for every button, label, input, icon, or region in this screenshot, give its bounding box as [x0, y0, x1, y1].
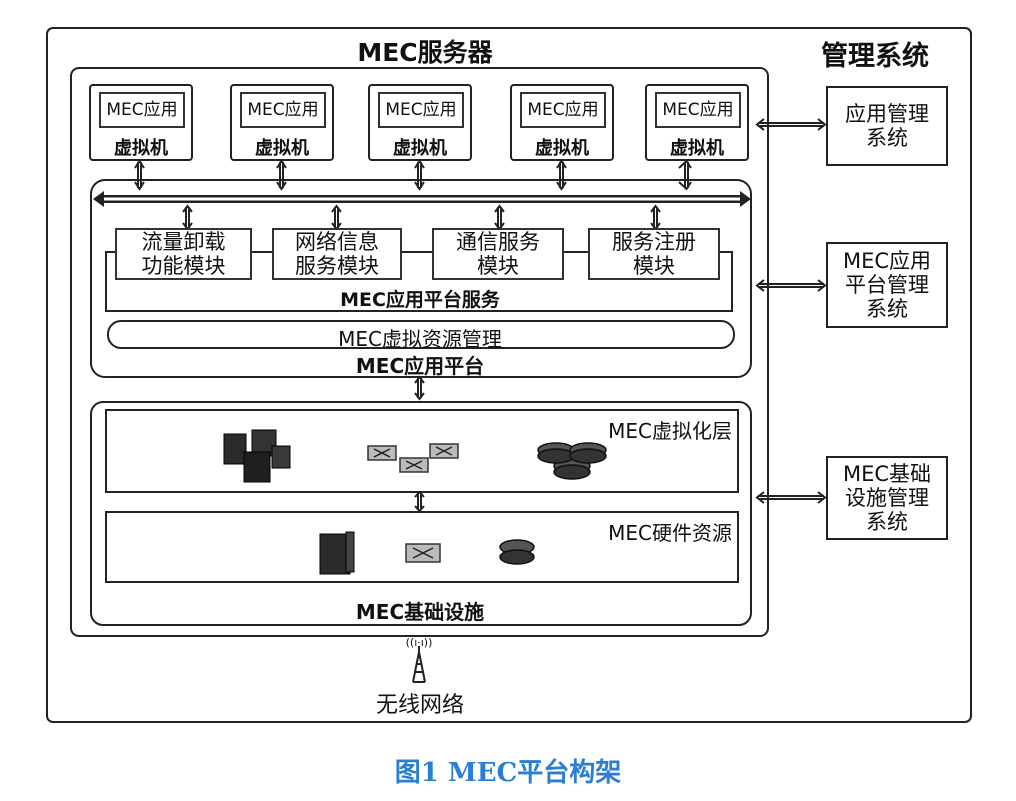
- vm-app-label: MEC应用: [520, 92, 606, 128]
- module-line-1: 流量卸载: [141, 230, 226, 254]
- virtual-resource-label: MEC虚拟资源管理: [338, 327, 502, 351]
- network-switch-icon: [404, 540, 444, 566]
- communication-service-module: 通信服务 模块: [432, 228, 564, 280]
- mgmt-line-2: 系统: [866, 126, 908, 150]
- infrastructure-box: [90, 401, 752, 626]
- vm-label: 虚拟机: [670, 138, 724, 159]
- bus-module-arrows: [182, 204, 661, 231]
- app-management-system: 应用管理 系统: [826, 86, 948, 166]
- mgmt-line-1: MEC基础: [842, 462, 932, 486]
- virtualization-layer-label: MEC虚拟化层: [608, 419, 732, 443]
- hardware-resources-label: MEC硬件资源: [608, 521, 732, 545]
- module-line-2: 模块: [477, 254, 519, 278]
- server-cluster-icon: [222, 428, 294, 484]
- mgmt-line-2: 平台管理: [845, 273, 929, 297]
- module-line-1: 通信服务: [456, 230, 540, 254]
- wireless-network-label: 无线网络: [375, 693, 464, 718]
- vm-label: 虚拟机: [255, 138, 309, 159]
- server-title: MEC服务器: [357, 38, 493, 67]
- antenna-signal-symbol: ((ı·ı)): [405, 636, 433, 649]
- mgmt-line-3: 系统: [866, 510, 908, 534]
- module-line-2: 服务模块: [295, 254, 379, 278]
- traffic-offload-module: 流量卸载 功能模块: [115, 228, 252, 280]
- virt-hw-arrow: [414, 490, 425, 513]
- network-switch-cluster-icon: [366, 438, 464, 480]
- mgmt-line-3: 系统: [866, 297, 908, 321]
- infrastructure-management-system: MEC基础 设施管理 系统: [826, 456, 948, 540]
- app-platform-service-label: MEC应用平台服务: [340, 289, 500, 311]
- mgmt-line-1: MEC应用: [842, 249, 932, 273]
- mgmt-line-1: 应用管理: [845, 102, 929, 126]
- bus-arrow: [93, 191, 751, 207]
- hardware-layer-box: [105, 511, 739, 583]
- antenna-tower-icon: [412, 646, 426, 683]
- module-line-1: 网络信息: [295, 230, 379, 254]
- platform-infra-arrow: [414, 375, 425, 401]
- vm-label: 虚拟机: [393, 138, 447, 159]
- vm-label: 虚拟机: [114, 138, 168, 159]
- vm-box-4: MEC应用 虚拟机: [510, 84, 614, 161]
- vm-box-1: MEC应用 虚拟机: [89, 84, 193, 161]
- vm-app-label: MEC应用: [378, 92, 464, 128]
- module-line-2: 模块: [633, 254, 675, 278]
- vm-box-5: MEC应用 虚拟机: [645, 84, 749, 161]
- storage-cluster-icon: [536, 436, 608, 480]
- virtualization-layer-box: [105, 409, 739, 493]
- module-line-2: 功能模块: [141, 254, 226, 278]
- vm-app-label: MEC应用: [240, 92, 326, 128]
- management-title: 管理系统: [821, 41, 929, 72]
- network-info-module: 网络信息 服务模块: [272, 228, 402, 280]
- storage-disk-icon: [497, 538, 537, 568]
- vm-label: 虚拟机: [535, 138, 589, 159]
- platform-management-system: MEC应用 平台管理 系统: [826, 242, 948, 328]
- management-frame: [46, 27, 972, 723]
- vm-app-label: MEC应用: [99, 92, 185, 128]
- mec-server-box: [70, 67, 769, 637]
- mgmt-line-2: 设施管理: [845, 486, 929, 510]
- virtual-resource-pill: [107, 320, 735, 349]
- infrastructure-label: MEC基础设施: [355, 600, 485, 624]
- mgmt-arrows: [755, 118, 827, 504]
- module-line-1: 服务注册: [612, 230, 696, 254]
- vm-bus-arrows: [134, 159, 692, 191]
- service-registry-module: 服务注册 模块: [588, 228, 720, 280]
- figure-caption: 图1 MEC平台构架: [394, 758, 622, 788]
- vm-box-3: MEC应用 虚拟机: [368, 84, 472, 161]
- vm-box-2: MEC应用 虚拟机: [230, 84, 334, 161]
- app-platform-service-box: [105, 251, 733, 312]
- vm-app-label: MEC应用: [655, 92, 741, 128]
- server-icon: [318, 530, 356, 576]
- app-platform-label: MEC应用平台: [355, 354, 485, 378]
